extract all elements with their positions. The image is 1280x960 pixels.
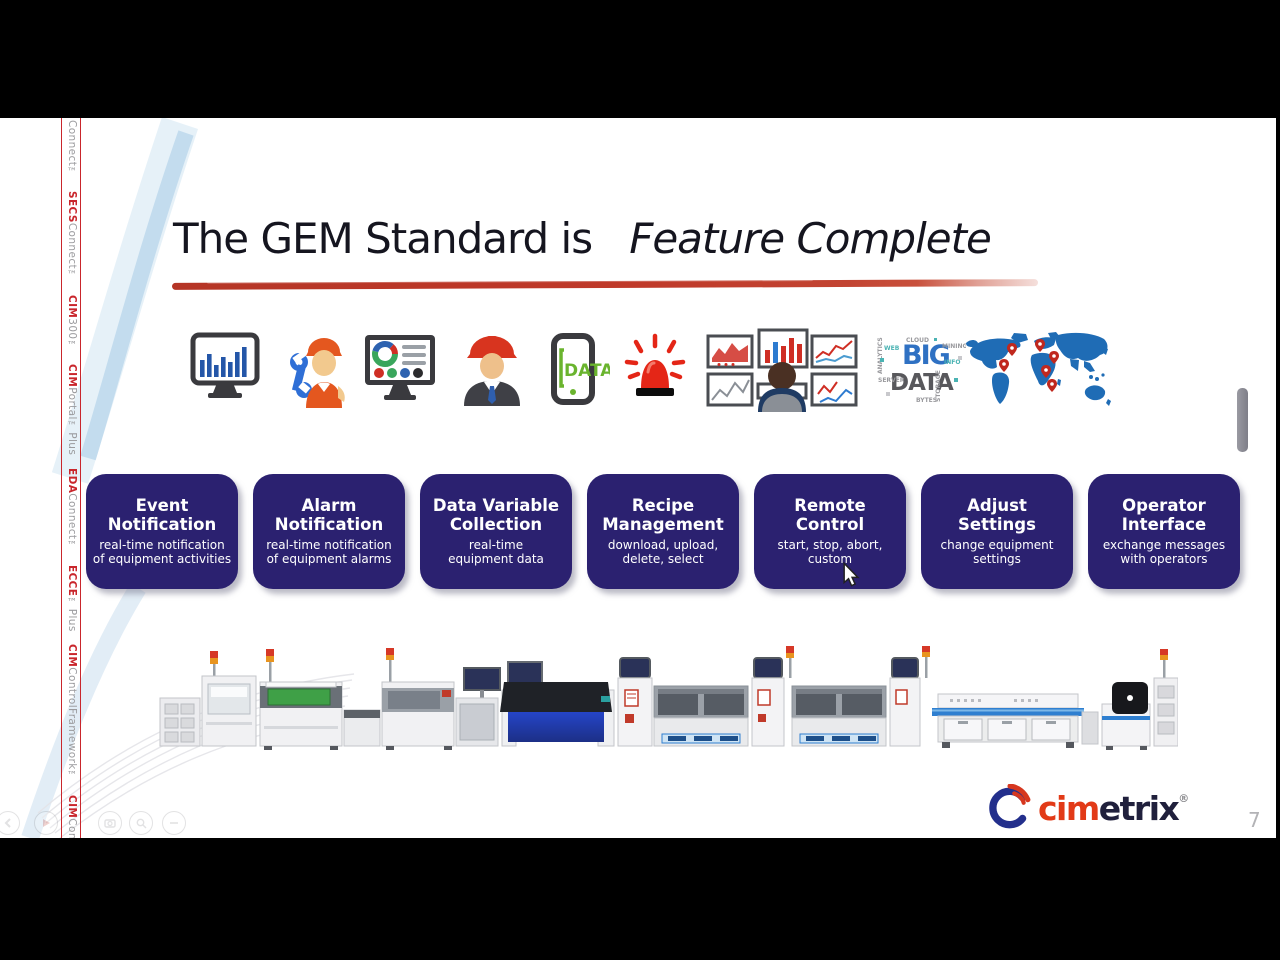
feature-title: Alarm Notification [274,496,384,534]
feature-box-row: Event Notification real-time notificatio… [86,474,1240,589]
svg-text:CLOUD: CLOUD [906,337,929,344]
slide: Connect™ SECSConnect™ CIM300™ CIMPortal™… [0,118,1276,838]
feature-subtitle: download, upload, delete, select [607,537,719,566]
svg-text:DATA: DATA [890,370,954,396]
feature-title: Adjust Settings [958,496,1036,534]
feature-card-alarm-notification: Alarm Notification real-time notificatio… [253,474,405,589]
svg-text:DATA: DATA [564,361,610,381]
bottom-letterbox [0,838,1280,960]
feature-subtitle: real-time equipment data [448,537,544,566]
product-item: SECSConnect™ [66,191,78,282]
feature-title: Event Notification [107,496,217,534]
minimize-button[interactable] [162,811,186,835]
red-brush-underline [171,279,1039,290]
alarm-siren-icon [624,332,686,408]
svg-text:BIG: BIG [902,340,950,371]
production-line-image [159,646,1178,750]
product-name-list: Connect™ SECSConnect™ CIM300™ CIMPortal™… [63,118,80,838]
product-item: EDAConnect™ [66,468,78,553]
feature-subtitle: exchange messages with operators [1102,537,1226,566]
title-italic: Feature Complete [629,214,992,263]
top-letterbox [0,0,1280,118]
feature-card-data-variable-collection: Data Variable Collection real-time equip… [420,474,572,589]
feature-title: Remote Control [794,496,866,534]
svg-text:SERVER: SERVER [878,377,905,384]
svg-text:BYTES: BYTES [916,397,937,404]
svg-text:WEB: WEB [884,345,900,352]
feature-card-operator-interface: Operator Interface exchange messages wit… [1088,474,1240,589]
world-map-icon [964,330,1116,418]
svg-text:MINING: MINING [942,343,966,350]
feature-title: Data Variable Collection [432,496,560,534]
play-button[interactable] [34,811,58,835]
cimetrix-logo-mark [989,784,1031,829]
feature-card-recipe-management: Recipe Management download, upload, dele… [587,474,739,589]
page-number: 7 [1248,808,1261,832]
previous-slide-button[interactable] [0,811,20,835]
product-item: CIMControlFramework™ [66,644,78,783]
product-name-strip: Connect™ SECSConnect™ CIM300™ CIMPortal™… [61,118,81,838]
cimetrix-logo-text: cimetrix® [1038,788,1190,828]
product-item: Connect™ [66,120,78,179]
page-title: The GEM Standard is Feature Complete [173,214,992,263]
scrollbar-thumb[interactable] [1237,388,1248,452]
feature-card-event-notification: Event Notification real-time notificatio… [86,474,238,589]
product-item: CIMPortal™Plus [66,364,78,456]
mouse-cursor [843,562,860,587]
camera-button[interactable] [98,811,122,835]
product-item: CIMConnect™ [66,795,78,838]
engineer-hardhat-icon [462,334,522,410]
product-item: ECCE™Plus [66,564,78,632]
maintenance-technician-icon [282,332,348,412]
chart-monitor-icon [190,332,262,412]
feature-subtitle: start, stop, abort, custom [777,537,883,566]
feature-subtitle: real-time notification of equipment acti… [92,537,232,566]
control-room-operator-icon [706,328,858,416]
feature-subtitle: change equipment settings [940,537,1054,566]
title-regular: The GEM Standard is [173,214,593,263]
svg-text:STORAGE: STORAGE [935,370,942,402]
svg-text:ANALYTICS: ANALYTICS [877,337,884,374]
product-item: CIM300™ [66,294,78,352]
dashboard-monitor-icon [362,332,440,414]
data-phone-icon: DATA [550,332,614,412]
feature-title: Recipe Management [602,496,724,534]
feature-card-adjust-settings: Adjust Settings change equipment setting… [921,474,1073,589]
right-letterbox [1276,0,1280,960]
svg-text:INFO: INFO [944,359,960,366]
zoom-button[interactable] [129,811,153,835]
cimetrix-logo: cimetrix® [984,784,1189,832]
feature-title: Operator Interface [1121,496,1207,534]
feature-subtitle: real-time notification of equipment alar… [266,537,392,566]
big-data-cloud-icon: BIG DATA ANALYTICS STORAGE CLOUD MINING … [876,334,967,410]
feature-card-remote-control: Remote Control start, stop, abort, custo… [754,474,906,589]
